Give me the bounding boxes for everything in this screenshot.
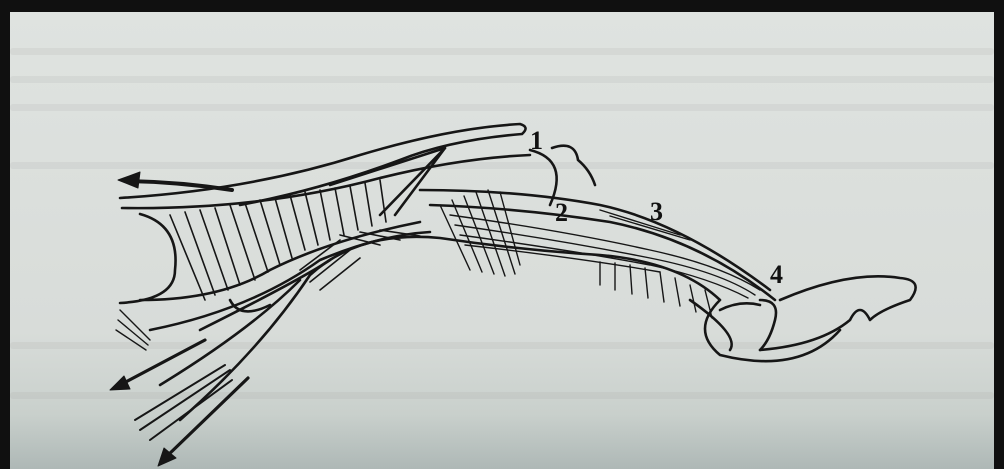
tendon-sheath-hatching [116, 262, 712, 350]
label-3: 3 [650, 199, 663, 225]
label-4: 4 [770, 262, 783, 288]
flexor-arrow-2 [135, 365, 248, 466]
label-2: 2 [555, 200, 568, 226]
label-1: 1 [530, 128, 543, 154]
fingertip [720, 276, 916, 350]
extensor-tendon [120, 124, 775, 303]
